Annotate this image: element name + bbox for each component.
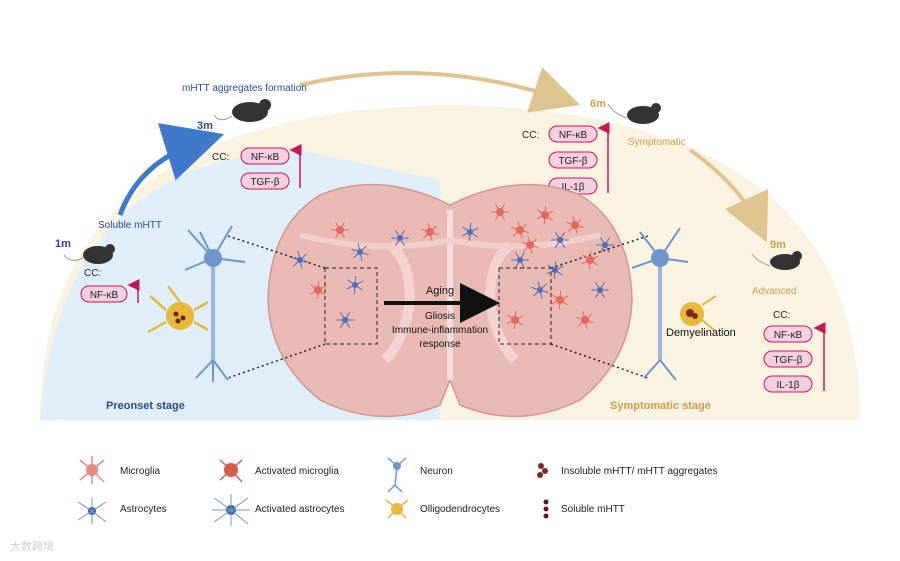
microglia-cell — [551, 290, 569, 310]
blue-progress-arrow — [117, 123, 225, 216]
svg-text:TGF-β: TGF-β — [250, 177, 279, 188]
legend-neuron-icon — [387, 457, 407, 493]
astrocyte-cell — [391, 229, 409, 247]
cc-label-6m: CC: — [522, 130, 539, 141]
legend-microglia-label: Microglia — [120, 466, 160, 477]
zoom-line-2 — [227, 343, 326, 379]
legend-neuron-label: Neuron — [420, 466, 453, 477]
astrocyte-cell — [591, 281, 609, 299]
legend-insoluble-label: Insoluble mHTT/ mHTT aggregates — [561, 466, 718, 477]
symptomatic-stage-label: Symptomatic stage — [610, 400, 711, 412]
legend-astrocytes-label: Astrocytes — [120, 504, 167, 515]
brain-section — [267, 183, 633, 418]
svg-text:NF-κB: NF-κB — [559, 130, 588, 141]
microglia-cell — [506, 310, 524, 330]
astrocyte-cell — [531, 281, 549, 299]
svg-text:TGF-β: TGF-β — [558, 156, 587, 167]
immune-label: Immune-inflammation — [392, 325, 488, 336]
brain-cells — [291, 203, 614, 330]
legend-astrocytes-icon — [77, 498, 107, 524]
astrocyte-cell — [461, 222, 479, 242]
mouse-1m-icon — [63, 244, 115, 264]
microglia-cell — [536, 205, 554, 225]
mouse-3m-icon — [213, 99, 271, 122]
microglia-cell — [576, 311, 594, 329]
svg-text:NF-κB: NF-κB — [774, 330, 803, 341]
zoom-line-1 — [227, 235, 326, 269]
pill-tgfb-9m: TGF-β — [763, 350, 813, 368]
astrocyte-cell — [346, 275, 364, 295]
legend-activated-microglia-label: Activated microglia — [255, 466, 339, 477]
gold-progress-arrow-1 — [299, 67, 581, 113]
microglia-cell — [581, 250, 599, 270]
mouse-9m-icon — [751, 251, 802, 270]
label-3m: 3m — [197, 120, 213, 132]
pill-tgfb-3m: TGF-β — [240, 172, 290, 190]
legend-activated-astrocytes-icon — [212, 494, 250, 526]
microglia-cell — [521, 236, 539, 254]
svg-text:IL-1β: IL-1β — [562, 182, 585, 193]
legend-insoluble-mhtt-icon — [537, 463, 548, 478]
label-9m: 9m — [770, 239, 786, 251]
pill-nfkb-9m: NF-κB — [763, 325, 813, 343]
astrocyte-cell — [351, 243, 369, 261]
pill-tgfb-6m: TGF-β — [548, 151, 598, 169]
legend-activated-astrocytes-label: Activated astrocytes — [255, 504, 344, 515]
legend-activated-microglia-icon — [219, 459, 243, 483]
astrocyte-cell — [546, 260, 564, 280]
microglia-cell — [511, 221, 529, 239]
astrocyte-cell — [336, 311, 354, 329]
cc-label-1m: CC: — [84, 268, 101, 279]
pill-nfkb-1m: NF-κB — [80, 285, 128, 303]
label-1m: 1m — [55, 238, 71, 250]
zoom-line-3 — [550, 235, 649, 269]
astrocyte-cell — [596, 236, 614, 254]
symptomatic-oligodendrocyte-icon — [680, 295, 717, 331]
legend-oligodendrocyte-icon — [385, 499, 409, 519]
svg-text:IL-1β: IL-1β — [777, 380, 800, 391]
preonset-neuron-icon — [184, 225, 246, 382]
astrocyte-cell — [551, 231, 569, 249]
watermark: 大数跨境 — [10, 539, 54, 553]
svg-text:NF-κB: NF-κB — [90, 290, 119, 301]
svg-text:TGF-β: TGF-β — [773, 355, 802, 366]
gold-progress-arrow-2 — [688, 148, 769, 243]
symptomatic-label: Symptomatic — [628, 137, 686, 148]
demyelination-label: Demyelination — [666, 327, 736, 339]
response-label: response — [419, 339, 461, 350]
soluble-mhtt-label: Soluble mHTT — [98, 220, 162, 231]
legend-microglia-icon — [79, 456, 105, 484]
astrocyte-cell — [291, 251, 309, 269]
microglia-cell — [421, 223, 439, 241]
gliosis-label: Gliosis — [425, 311, 455, 322]
legend: Microglia Activated microglia Neuron Ins… — [77, 456, 718, 526]
pill-nfkb-6m: NF-κB — [548, 125, 598, 143]
symptomatic-neuron-icon — [631, 227, 689, 381]
legend-oligodendrocytes-label: Olligodendrocytes — [420, 504, 500, 515]
zoom-line-4 — [550, 343, 649, 379]
astrocyte-cell — [511, 251, 529, 269]
aging-label: Aging — [426, 285, 454, 297]
preonset-stage-label: Preonset stage — [106, 400, 185, 412]
legend-soluble-label: Soluble mHTT — [561, 504, 625, 515]
preonset-zoom-box — [324, 267, 378, 345]
microglia-cell — [309, 280, 327, 300]
cc-label-3m: CC: — [212, 152, 229, 163]
pill-il1b-9m: IL-1β — [763, 375, 813, 393]
cc-label-9m: CC: — [773, 310, 790, 321]
microglia-cell — [491, 203, 509, 221]
svg-text:NF-κB: NF-κB — [251, 152, 280, 163]
label-6m: 6m — [590, 98, 606, 110]
microglia-cell — [566, 216, 584, 234]
microglia-cell — [331, 221, 349, 239]
advanced-label: Advanced — [752, 286, 796, 297]
preonset-oligodendrocyte-icon — [147, 285, 209, 334]
legend-soluble-mhtt-icon — [543, 499, 549, 519]
pill-nfkb-3m: NF-κB — [240, 147, 290, 165]
mouse-6m-icon — [607, 103, 661, 124]
aggregates-formation-label: mHTT aggregates formation — [182, 83, 307, 94]
